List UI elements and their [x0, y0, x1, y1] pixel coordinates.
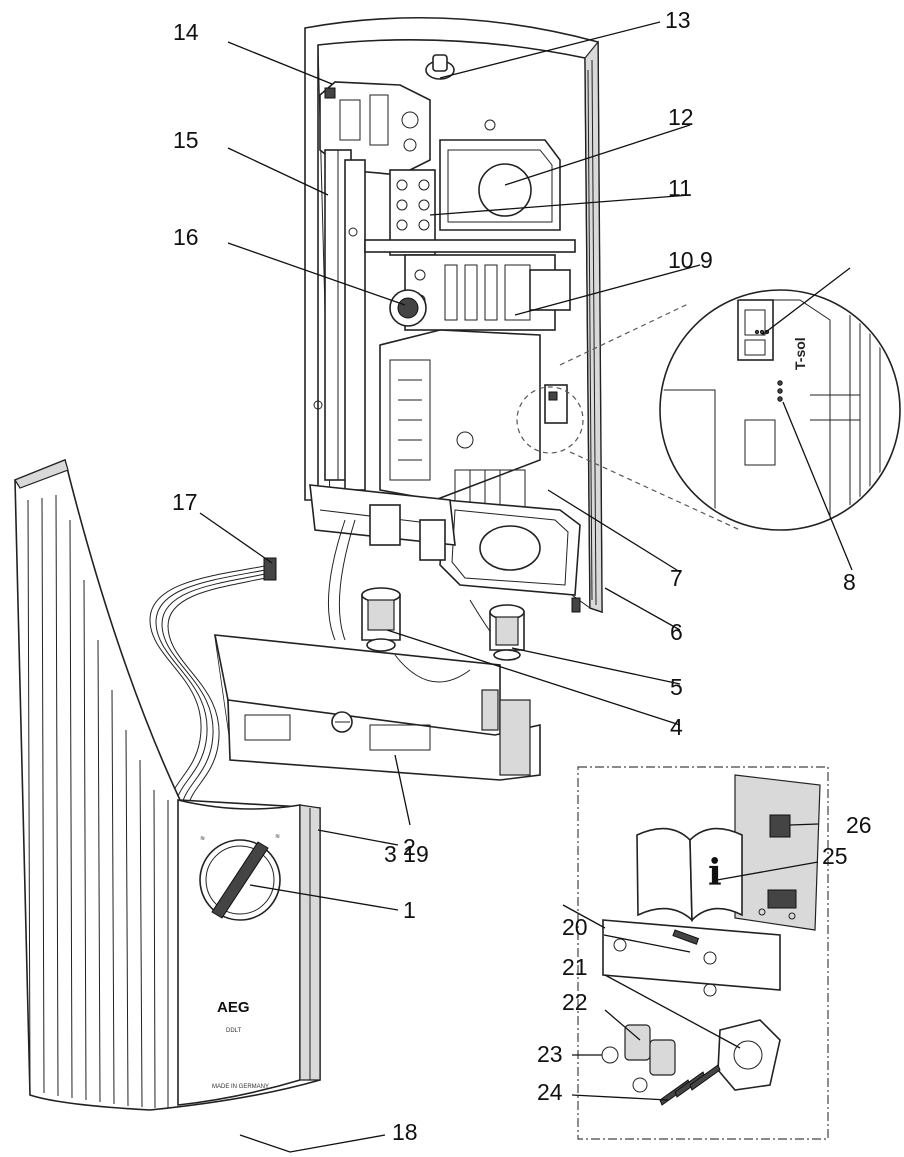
- callout-15: 15: [173, 127, 199, 153]
- magnifier-guide-top: [559, 302, 691, 366]
- callout-24: 24: [537, 1079, 563, 1105]
- cable-grommet-bottom: [439, 499, 581, 596]
- callout-23: 23: [537, 1041, 563, 1067]
- lower-clamp: [309, 484, 456, 561]
- svg-text:≋: ≋: [275, 834, 280, 840]
- callout-17: 17: [172, 489, 198, 515]
- magnifier-source-circle: [516, 386, 584, 454]
- safety-cutout-block: [404, 254, 571, 331]
- callout-13: 13: [665, 7, 691, 33]
- callout-1: 1: [403, 897, 416, 923]
- callout-numbers: 14 13 12 11 15 16 10 9 7 7 8 6 6 5 4 3 1…: [172, 7, 872, 1145]
- terminal-strip: [364, 169, 576, 256]
- callout-3-19: 3 19: [384, 841, 429, 867]
- callout-18: 18: [392, 1119, 418, 1145]
- callout-7: 7: [670, 565, 683, 591]
- callout-11: 11: [668, 175, 692, 201]
- temperature-knob: ≋ ≋: [199, 834, 281, 921]
- magnifier-guide-bottom: [569, 451, 741, 531]
- callout-20: 20: [562, 914, 588, 940]
- callout-16: 16: [173, 224, 199, 250]
- brand-logo: AEG: [217, 999, 250, 1016]
- heating-pipe: [313, 149, 366, 491]
- callout-22: 22: [562, 989, 588, 1015]
- magnified-detail: T-sol: [659, 289, 901, 531]
- control-gear: [389, 289, 427, 327]
- tsol-label: T-sol: [792, 337, 808, 370]
- callout-5: 5: [670, 674, 683, 700]
- svg-text:i: i: [708, 852, 722, 894]
- made-in-label: MADE IN GERMANY: [212, 1084, 269, 1090]
- electronics-module: [379, 329, 568, 511]
- callout-8-label: 8: [843, 569, 856, 595]
- callout-21: 21: [562, 954, 588, 980]
- leader-lines: [199, 21, 853, 1153]
- callout-6-label: 6: [670, 619, 683, 645]
- top-fastener: [425, 54, 455, 80]
- callout-26: 26: [846, 812, 872, 838]
- lower-cover: [214, 634, 541, 781]
- callout-4: 4: [670, 714, 683, 740]
- model-label: DDLT: [226, 1028, 242, 1034]
- callout-12: 12: [668, 104, 694, 130]
- callout-14: 14: [173, 19, 199, 45]
- callout-25: 25: [822, 843, 848, 869]
- appliance-back-housing: [304, 16, 603, 614]
- cable-grommet-top: [439, 139, 561, 231]
- water-connection-hot: [469, 599, 525, 661]
- accessory-box: i: [577, 766, 829, 1140]
- callout-10-9: 10 9: [668, 247, 713, 273]
- svg-text:≋: ≋: [200, 836, 205, 842]
- ribbon-cable: [149, 557, 277, 807]
- callout-2-label: 2: [403, 834, 416, 860]
- water-connection-cold: [327, 519, 401, 652]
